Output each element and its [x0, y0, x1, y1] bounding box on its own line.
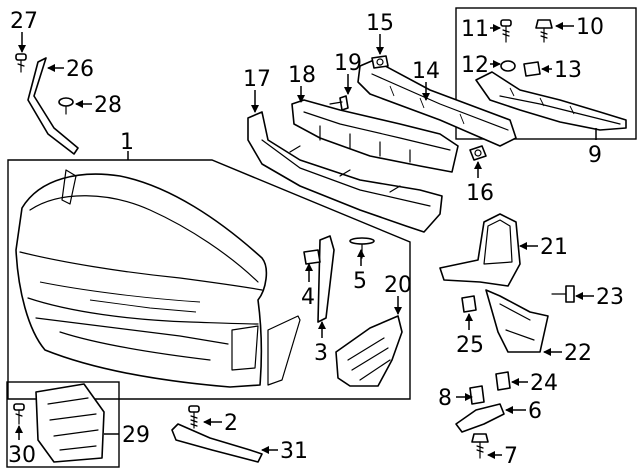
callout-23: 23: [596, 285, 624, 310]
callout-10: 10: [576, 15, 604, 40]
callout-labels: 1 2 3 4 5 6 7 8 9 10 11 12 13 14 15 16 1…: [8, 9, 624, 469]
callout-4: 4: [301, 285, 315, 310]
push-pin-28: [58, 97, 74, 115]
clip-4: [303, 249, 321, 265]
screw-2: [188, 405, 200, 429]
callout-26: 26: [66, 57, 94, 82]
bumper-cover: [15, 169, 301, 388]
callout-21: 21: [540, 235, 568, 260]
clip-13: [523, 61, 541, 77]
grommet-12: [500, 60, 516, 72]
callout-9: 9: [588, 143, 602, 168]
bolt-7: [471, 433, 489, 459]
lower-bracket-22: [485, 289, 549, 353]
clip-8: [469, 385, 485, 405]
leader-lines: [15, 22, 597, 459]
screw-30: [13, 403, 25, 425]
callout-8: 8: [438, 386, 452, 411]
reinforcement-17: [247, 111, 443, 233]
callout-5: 5: [353, 269, 367, 294]
side-bracket-20: [335, 315, 403, 387]
bolt-23: [551, 285, 575, 303]
screw-27: [15, 53, 27, 73]
lower-molding-31: [171, 423, 263, 463]
bracket-strip-3: [317, 235, 335, 323]
callout-7: 7: [504, 444, 518, 469]
bolt-10: [535, 19, 553, 43]
molding-26: [27, 57, 79, 155]
callout-14: 14: [412, 59, 440, 84]
callout-15: 15: [366, 11, 394, 36]
callout-2: 2: [224, 411, 238, 436]
callout-17: 17: [243, 67, 271, 92]
callout-22: 22: [564, 341, 592, 366]
bracket-6: [455, 403, 505, 433]
absorber-18: [291, 99, 459, 173]
bracket-group-box: [455, 7, 637, 140]
callout-27: 27: [10, 9, 38, 34]
push-pin-19: [329, 95, 349, 111]
callout-12: 12: [461, 53, 489, 78]
screw-11: [500, 19, 512, 43]
callout-20: 20: [384, 273, 412, 298]
bumper-group-box: [7, 159, 411, 400]
clip-24: [495, 371, 511, 391]
callout-16: 16: [466, 181, 494, 206]
callout-28: 28: [94, 93, 122, 118]
callout-30: 30: [8, 443, 36, 468]
callout-11: 11: [461, 17, 489, 42]
deflector-21: [439, 213, 521, 287]
callout-29: 29: [122, 423, 150, 448]
callout-24: 24: [530, 371, 558, 396]
callout-6: 6: [528, 399, 542, 424]
bracket-9: [475, 71, 627, 131]
license-plate-group-box: [6, 381, 120, 468]
callout-13: 13: [554, 58, 582, 83]
callout-1: 1: [120, 130, 134, 155]
nut-16: [469, 145, 487, 161]
callout-3: 3: [314, 341, 328, 366]
license-bracket-29: [35, 383, 105, 463]
pin-5: [349, 237, 375, 259]
callout-25: 25: [456, 333, 484, 358]
nut-15: [371, 55, 389, 69]
callout-19: 19: [334, 51, 362, 76]
callout-31: 31: [280, 439, 308, 464]
callout-18: 18: [288, 63, 316, 88]
clip-25: [461, 295, 477, 313]
